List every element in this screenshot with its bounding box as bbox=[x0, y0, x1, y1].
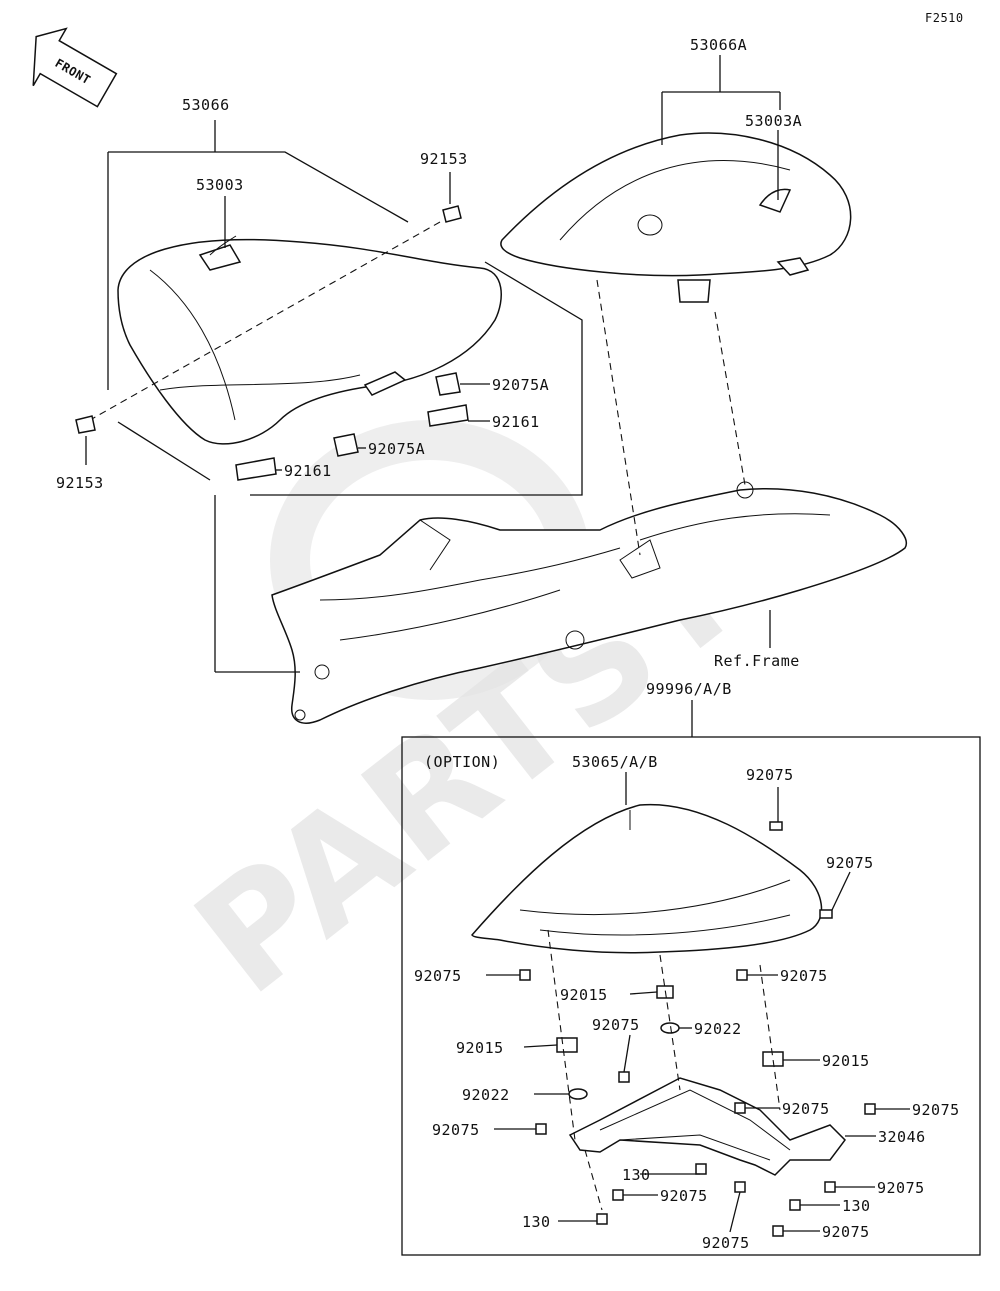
label-92075-b: 92075 bbox=[826, 854, 874, 872]
label-92075-f: 92075 bbox=[782, 1100, 830, 1118]
label-53003: 53003 bbox=[196, 176, 244, 194]
label-92153-left: 92153 bbox=[56, 474, 104, 492]
label-92153-top: 92153 bbox=[420, 150, 468, 168]
screw-92153-left bbox=[75, 415, 96, 434]
label-92022-b: 92022 bbox=[462, 1086, 510, 1104]
label-92075-e: 92075 bbox=[592, 1016, 640, 1034]
label-92015-c: 92015 bbox=[822, 1052, 870, 1070]
label-92015-b: 92015 bbox=[456, 1039, 504, 1057]
label-92075a-1: 92075A bbox=[492, 376, 549, 394]
label-130-b: 130 bbox=[842, 1197, 871, 1215]
option-subframe bbox=[568, 1077, 846, 1176]
rear-frame bbox=[271, 481, 907, 724]
label-ref-frame: Ref.Frame bbox=[714, 652, 800, 670]
label-92075-g: 92075 bbox=[912, 1101, 960, 1119]
label-53065: 53065/A/B bbox=[572, 753, 658, 771]
label-92075a-2: 92075A bbox=[368, 440, 425, 458]
clip-92161-1 bbox=[427, 404, 469, 427]
label-92022-a: 92022 bbox=[694, 1020, 742, 1038]
label-92075-c: 92075 bbox=[414, 967, 462, 985]
pillion-cover bbox=[500, 132, 852, 303]
damper-92075a-2 bbox=[333, 433, 359, 457]
label-92015-a: 92015 bbox=[560, 986, 608, 1004]
label-99996: 99996/A/B bbox=[646, 680, 732, 698]
label-53066: 53066 bbox=[182, 96, 230, 114]
label-92075-k: 92075 bbox=[702, 1234, 750, 1252]
option-label: (OPTION) bbox=[424, 753, 500, 771]
label-92075-l: 92075 bbox=[822, 1223, 870, 1241]
label-92161-1: 92161 bbox=[492, 413, 540, 431]
label-92075-d: 92075 bbox=[780, 967, 828, 985]
leaders-top bbox=[85, 172, 490, 471]
label-92075-a: 92075 bbox=[746, 766, 794, 784]
damper-92075a-1 bbox=[435, 372, 461, 396]
label-92161-2: 92161 bbox=[284, 462, 332, 480]
pillion-bracket bbox=[661, 55, 781, 200]
figure-code: F2510 bbox=[925, 11, 964, 25]
solo-seat-cover bbox=[471, 803, 823, 954]
seat-hardware bbox=[75, 205, 469, 481]
seat-group-bracket bbox=[107, 120, 583, 496]
label-53003a: 53003A bbox=[745, 112, 802, 130]
label-92075-j: 92075 bbox=[877, 1179, 925, 1197]
option-leaders bbox=[486, 772, 910, 1233]
option-box: (OPTION) bbox=[401, 700, 981, 1256]
option-assembly-lines bbox=[547, 929, 781, 1211]
label-130-a: 130 bbox=[622, 1166, 651, 1184]
label-32046: 32046 bbox=[878, 1128, 926, 1146]
rider-seat bbox=[117, 235, 502, 445]
label-53066a: 53066A bbox=[690, 36, 747, 54]
clip-92161-2 bbox=[235, 457, 277, 481]
front-arrow: FRONT bbox=[32, 27, 118, 108]
label-92075-h: 92075 bbox=[432, 1121, 480, 1139]
label-92075-i: 92075 bbox=[660, 1187, 708, 1205]
assembly-lines bbox=[89, 221, 771, 673]
screw-92153-top bbox=[442, 205, 462, 223]
label-130-c: 130 bbox=[522, 1213, 551, 1231]
